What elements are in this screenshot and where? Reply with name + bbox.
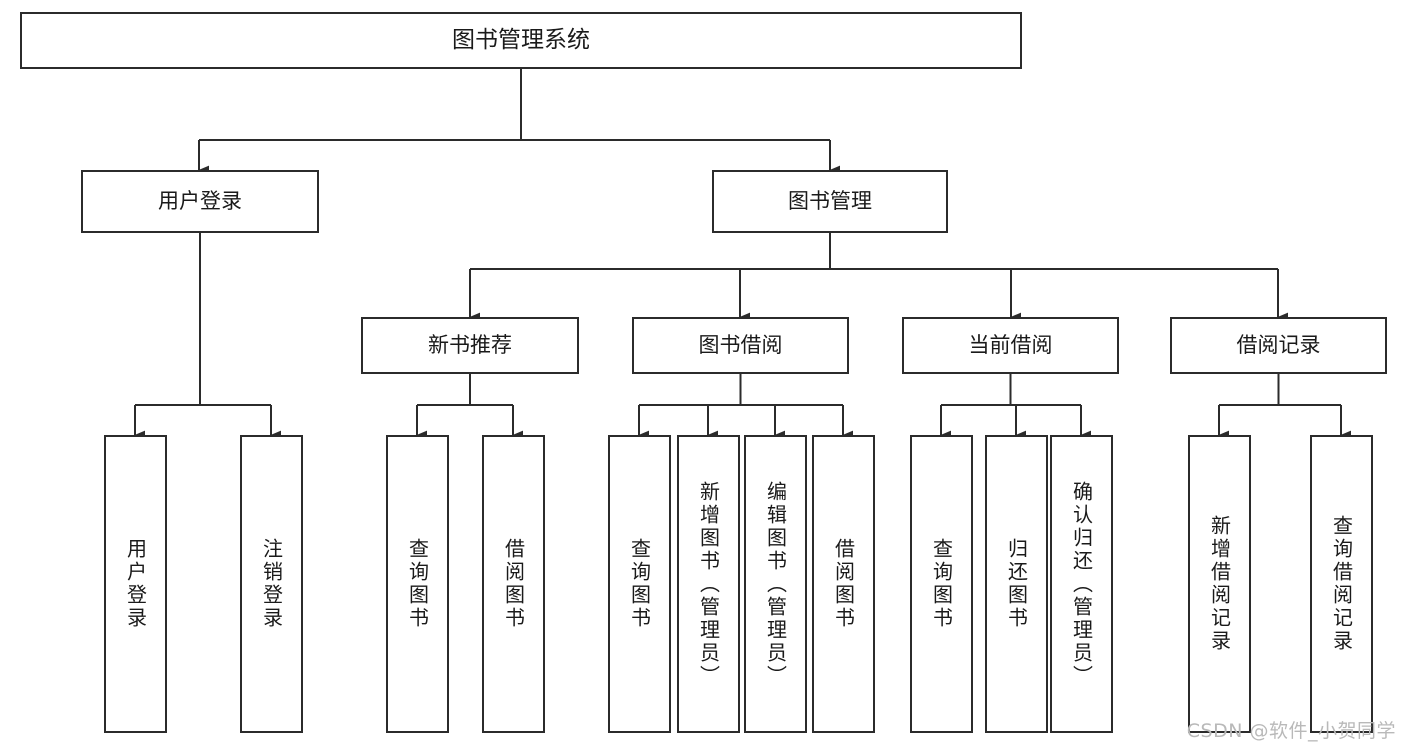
node-leaf-return-book[interactable]: 归还图书 <box>985 435 1048 733</box>
node-book-manage-label: 图书管理 <box>788 188 872 213</box>
node-leaf-add-book[interactable]: 新增图书（管理员） <box>677 435 740 733</box>
node-new-book-recommend[interactable]: 新书推荐 <box>361 317 579 374</box>
node-leaf-query-book-3-label: 查询图书 <box>929 538 954 630</box>
connector-edges <box>134 69 1352 440</box>
node-book-manage[interactable]: 图书管理 <box>712 170 948 233</box>
node-root[interactable]: 图书管理系统 <box>20 12 1022 69</box>
node-leaf-query-book-1[interactable]: 查询图书 <box>386 435 449 733</box>
node-leaf-user-logout-label: 注销登录 <box>259 538 284 630</box>
node-leaf-query-book-2[interactable]: 查询图书 <box>608 435 671 733</box>
node-leaf-borrow-book-1[interactable]: 借阅图书 <box>482 435 545 733</box>
node-leaf-borrow-book-2-label: 借阅图书 <box>831 538 856 630</box>
node-leaf-query-record-label: 查询借阅记录 <box>1329 515 1354 653</box>
node-leaf-add-book-label: 新增图书（管理员） <box>696 480 721 688</box>
node-book-borrow-label: 图书借阅 <box>698 332 783 357</box>
node-leaf-user-login-label: 用户登录 <box>123 538 148 630</box>
node-leaf-add-record-label: 新增借阅记录 <box>1207 515 1232 653</box>
node-leaf-user-logout[interactable]: 注销登录 <box>240 435 303 733</box>
node-leaf-confirm-return-label: 确认归还（管理员） <box>1069 480 1094 688</box>
node-user-login[interactable]: 用户登录 <box>81 170 319 233</box>
node-leaf-query-book-1-label: 查询图书 <box>405 538 430 630</box>
node-leaf-borrow-book-1-label: 借阅图书 <box>501 538 526 630</box>
node-leaf-user-login[interactable]: 用户登录 <box>104 435 167 733</box>
node-current-borrow-label: 当前借阅 <box>968 332 1053 357</box>
node-new-book-recommend-label: 新书推荐 <box>428 332 512 357</box>
node-current-borrow[interactable]: 当前借阅 <box>902 317 1119 374</box>
watermark-text: CSDN @软件_小贺同学 <box>1186 720 1396 742</box>
node-leaf-borrow-book-2[interactable]: 借阅图书 <box>812 435 875 733</box>
node-leaf-return-book-label: 归还图书 <box>1004 538 1029 630</box>
node-leaf-query-book-3[interactable]: 查询图书 <box>910 435 973 733</box>
node-root-label: 图书管理系统 <box>452 26 590 53</box>
node-leaf-add-record[interactable]: 新增借阅记录 <box>1188 435 1251 733</box>
node-leaf-confirm-return[interactable]: 确认归还（管理员） <box>1050 435 1113 733</box>
node-leaf-query-record[interactable]: 查询借阅记录 <box>1310 435 1373 733</box>
node-borrow-record[interactable]: 借阅记录 <box>1170 317 1387 374</box>
node-user-login-label: 用户登录 <box>158 188 242 213</box>
node-leaf-edit-book[interactable]: 编辑图书（管理员） <box>744 435 807 733</box>
node-leaf-edit-book-label: 编辑图书（管理员） <box>763 480 788 688</box>
node-borrow-record-label: 借阅记录 <box>1236 332 1321 357</box>
node-leaf-query-book-2-label: 查询图书 <box>627 538 652 630</box>
node-book-borrow[interactable]: 图书借阅 <box>632 317 849 374</box>
